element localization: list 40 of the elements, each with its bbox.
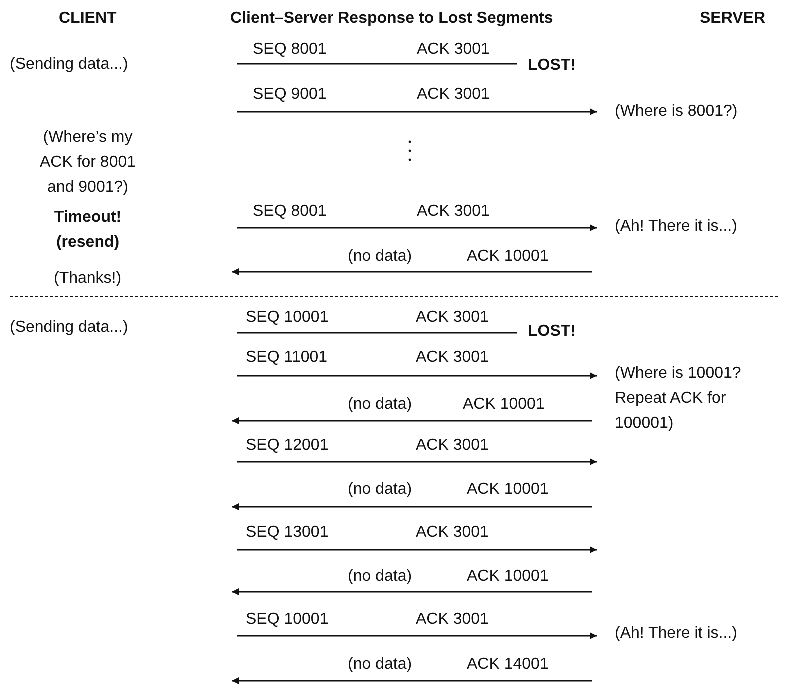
segment-label: SEQ 8001 <box>253 40 327 60</box>
segment-label: SEQ 13001 <box>246 523 329 543</box>
ack-label: ACK 3001 <box>417 40 490 60</box>
segment-label: SEQ 8001 <box>253 202 327 222</box>
ack-label: ACK 10001 <box>467 567 549 587</box>
data-label: (no data) <box>348 395 412 415</box>
segment-label: SEQ 12001 <box>246 436 329 456</box>
segment-label: SEQ 10001 <box>246 610 329 630</box>
ack-label: ACK 10001 <box>467 247 549 267</box>
ack-label: ACK 3001 <box>416 348 489 368</box>
ack-label: ACK 10001 <box>467 480 549 500</box>
timeout-note: Timeout! (resend) <box>53 208 123 253</box>
data-label: (no data) <box>348 567 412 587</box>
data-label: (no data) <box>348 480 412 500</box>
server-note: (Ah! There it is...) <box>615 217 738 237</box>
data-label: (no data) <box>348 247 412 267</box>
lost-label: LOST! <box>528 322 576 342</box>
data-label: (no data) <box>348 655 412 675</box>
ack-label: ACK 3001 <box>417 85 490 105</box>
client-note: (Sending data...) <box>10 55 128 75</box>
segment-label: SEQ 10001 <box>246 308 329 328</box>
ack-label: ACK 3001 <box>416 308 489 328</box>
segment-label: SEQ 11001 <box>246 348 328 368</box>
ack-label: ACK 3001 <box>416 436 489 456</box>
lost-label: LOST! <box>528 56 576 76</box>
ack-label: ACK 3001 <box>416 610 489 630</box>
ack-label: ACK 3001 <box>417 202 490 222</box>
ack-label: ACK 3001 <box>416 523 489 543</box>
server-note: (Where is 10001? Repeat ACK for 100001) <box>615 364 742 434</box>
client-note: (Where’s my ACK for 8001 and 9001?) <box>38 128 138 198</box>
client-note: (Sending data...) <box>10 318 128 338</box>
column-heading: CLIENT <box>59 9 117 29</box>
column-heading: SERVER <box>700 9 766 29</box>
ack-label: ACK 10001 <box>463 395 545 415</box>
client-note: (Thanks!) <box>54 269 122 289</box>
diagram-title: Client–Server Response to Lost Segments <box>230 9 554 29</box>
ack-label: ACK 14001 <box>467 655 549 675</box>
server-note: (Where is 8001?) <box>615 102 738 122</box>
server-note: (Ah! There it is...) <box>615 624 738 644</box>
segment-label: SEQ 9001 <box>253 85 327 105</box>
